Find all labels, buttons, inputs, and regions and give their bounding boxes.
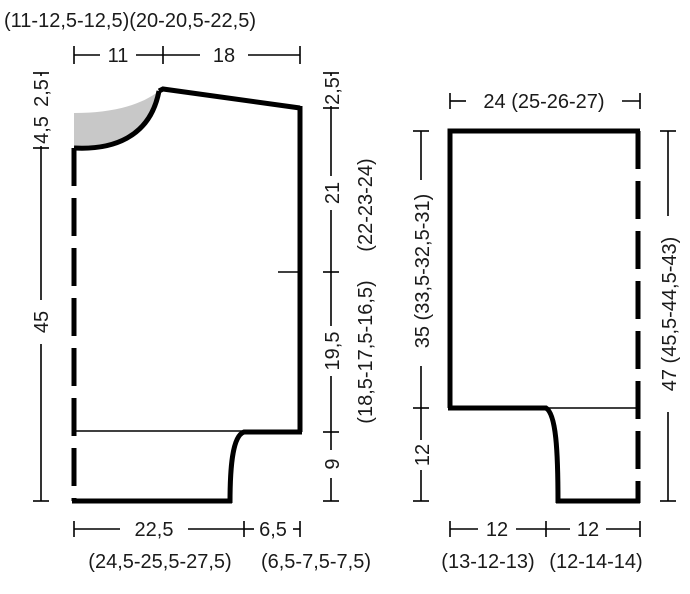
neck-depth-small-label: 2,5	[31, 79, 53, 107]
neck-width-label: 11	[108, 45, 129, 67]
neck-depth-large-label: 4,5	[31, 116, 53, 144]
sleeve-upper-length-label: 35 (33,5-32,5-31)	[412, 194, 434, 349]
label-bg	[657, 216, 679, 412]
shoulder-width-label: 18	[213, 45, 235, 67]
sleeve-bottom-left-sizes-label: (13-12-13)	[441, 551, 534, 573]
side-sizes-label: (18,5-17,5-16,5)	[355, 280, 377, 423]
sleeve-bottom-right-label: 12	[577, 519, 599, 541]
left-height-label: 45	[31, 311, 53, 333]
neckline-shaded-area	[74, 91, 159, 149]
label-bg	[32, 300, 50, 344]
bottom-width-label: 22,5	[135, 519, 174, 541]
label-bg	[322, 450, 340, 478]
label-bg	[410, 440, 432, 470]
label-bg	[410, 180, 432, 366]
label-bg	[32, 76, 50, 146]
sleeve-bottom-right-sizes-label: (12-14-14)	[549, 551, 642, 573]
left-piece-outline	[71, 86, 303, 504]
label-bg	[322, 326, 340, 376]
bottom-height-label: 9	[322, 458, 344, 469]
bottom-width-sizes-label: (24,5-25,5-27,5)	[88, 551, 231, 573]
sleeve-total-length-label: 47 (45,5-44,5-43)	[659, 237, 681, 392]
label-bg	[322, 176, 340, 210]
right-piece-outline	[447, 128, 641, 504]
armhole-label: 21	[322, 182, 344, 204]
shoulder-drop-label: 2,5	[322, 77, 344, 105]
side-label: 19,5	[322, 332, 344, 371]
sleeve-top-width-label: 24 (25-26-27)	[483, 91, 604, 113]
label-bg	[322, 76, 340, 106]
sleeve-cuff-length-label: 12	[412, 444, 434, 466]
sleeve-bottom-left-label: 12	[486, 519, 508, 541]
armhole-sizes-label: (22-23-24)	[355, 158, 377, 251]
top-sizes-label: (11-12,5-12,5)(20-20,5-22,5)	[4, 10, 256, 32]
bottom-extension-label: 6,5	[259, 519, 287, 541]
bottom-extension-sizes-label: (6,5-7,5-7,5)	[261, 551, 371, 573]
